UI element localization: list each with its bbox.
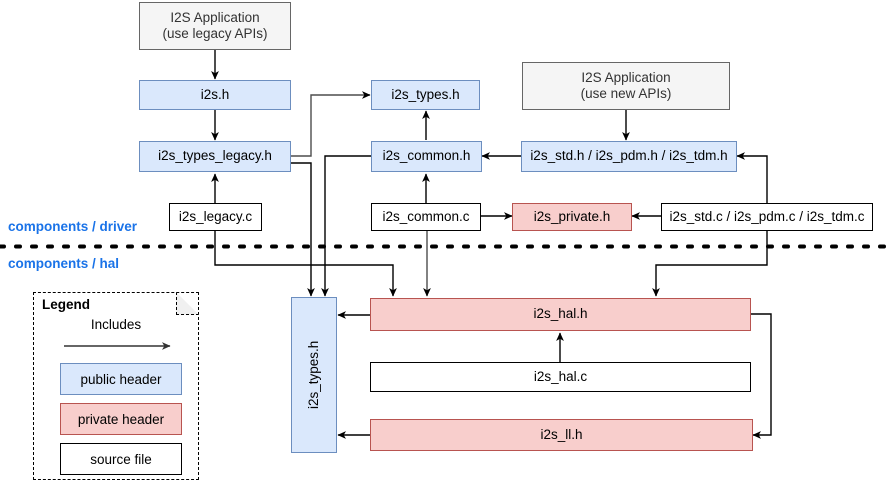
legend: Legend Includes public header private he… — [33, 292, 199, 480]
legend-swatch-source-file: source file — [60, 443, 182, 475]
legend-fold-corner-icon — [176, 292, 199, 315]
node-i2s-h[interactable]: i2s.h — [139, 80, 291, 110]
legend-includes-arrow-icon — [64, 342, 171, 350]
node-i2s-types-h-top[interactable]: i2s_types.h — [371, 80, 480, 110]
node-i2s-types-legacy-h[interactable]: i2s_types_legacy.h — [139, 141, 291, 172]
node-i2s-application-new[interactable]: I2S Application (use new APIs) — [522, 62, 730, 110]
zone-label-hal: components / hal — [8, 256, 120, 271]
node-i2s-hal-h[interactable]: i2s_hal.h — [370, 298, 751, 331]
legend-swatch-private-header: private header — [60, 403, 182, 435]
legend-swatch-public-header: public header — [60, 363, 182, 395]
node-i2s-common-h[interactable]: i2s_common.h — [371, 141, 482, 172]
node-i2s-types-h-hal[interactable]: i2s_types.h — [291, 297, 337, 453]
node-i2s-common-c[interactable]: i2s_common.c — [371, 203, 481, 231]
node-i2s-legacy-c[interactable]: i2s_legacy.c — [169, 203, 262, 231]
node-i2s-ll-h[interactable]: i2s_ll.h — [370, 419, 753, 451]
node-i2s-std-pdm-tdm-c[interactable]: i2s_std.c / i2s_pdm.c / i2s_tdm.c — [661, 203, 873, 231]
node-i2s-application-legacy[interactable]: I2S Application (use legacy APIs) — [139, 2, 291, 50]
node-i2s-std-pdm-tdm-h[interactable]: i2s_std.h / i2s_pdm.h / i2s_tdm.h — [521, 141, 737, 172]
legend-includes-label: Includes — [90, 317, 142, 332]
legend-title: Legend — [42, 297, 91, 312]
zone-label-driver: components / driver — [8, 219, 138, 234]
node-i2s-private-h[interactable]: i2s_private.h — [512, 203, 632, 231]
node-i2s-hal-c[interactable]: i2s_hal.c — [370, 362, 751, 392]
